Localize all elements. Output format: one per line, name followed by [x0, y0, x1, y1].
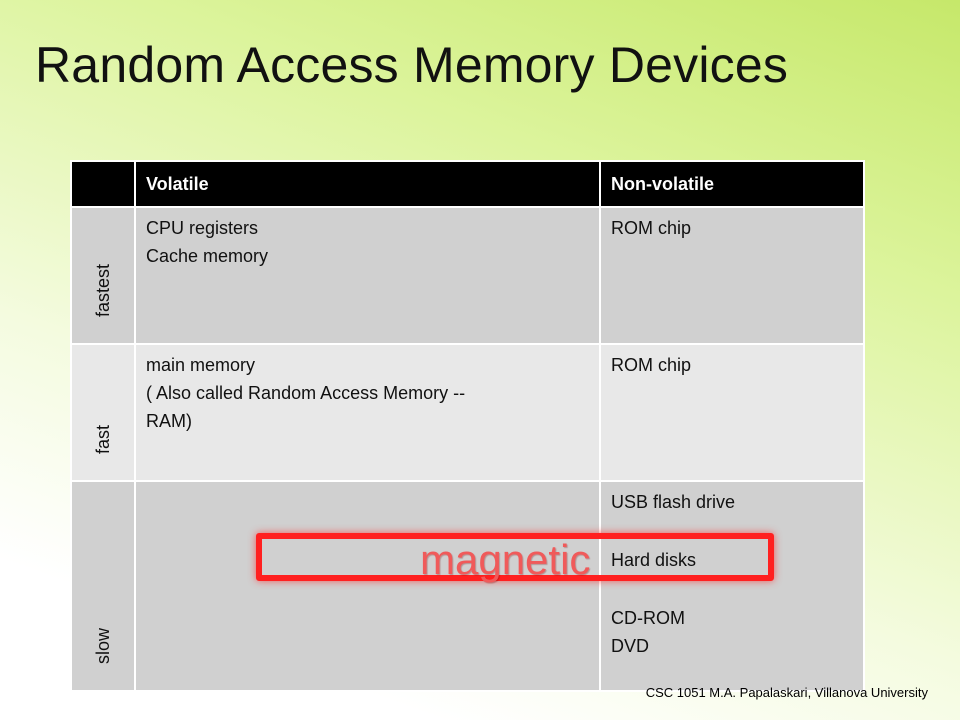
row-label-cell: fastest: [70, 206, 136, 345]
header-corner: [70, 160, 136, 208]
cell-line: CPU registers: [146, 218, 259, 238]
volatile-cell: main memory ( Also called Random Access …: [134, 343, 601, 482]
cell-line: Cache memory: [146, 246, 269, 266]
cell-line: RAM): [146, 411, 192, 431]
table-row-fast: fast main memory ( Also called Random Ac…: [70, 343, 865, 482]
table-header-row: Volatile Non-volatile: [70, 160, 865, 208]
table-row-fastest: fastest CPU registers Cache memory ROM c…: [70, 206, 865, 345]
header-volatile: Volatile: [134, 160, 601, 208]
cell-line: ( Also called Random Access Memory --: [146, 383, 466, 403]
cell-line: main memory: [146, 355, 256, 375]
row-label-cell: slow: [70, 480, 136, 692]
volatile-cell: CPU registers Cache memory: [134, 206, 601, 345]
row-label-cell: fast: [70, 343, 136, 482]
nonvolatile-cell: USB flash drive Hard disks CD-ROM DVD: [599, 480, 865, 692]
magnetic-highlight-box: [256, 533, 774, 581]
slide-footer: CSC 1051 M.A. Papalaskari, Villanova Uni…: [645, 685, 928, 700]
nonvolatile-cell: ROM chip: [599, 343, 865, 482]
memory-devices-table: Volatile Non-volatile fastest CPU regist…: [70, 160, 865, 692]
volatile-cell: [134, 480, 601, 692]
nonvolatile-cell: ROM chip: [599, 206, 865, 345]
table-row-slow: slow USB flash drive Hard disks CD-ROM D…: [70, 480, 865, 692]
cell-line: Hard disks: [611, 550, 697, 570]
row-label-fastest: fastest: [93, 263, 113, 317]
header-nonvolatile: Non-volatile: [599, 160, 865, 208]
cell-line: ROM chip: [611, 218, 692, 238]
magnetic-overlay-label: magnetic: [420, 536, 591, 583]
row-label-slow: slow: [93, 627, 113, 664]
cell-line: USB flash drive: [611, 492, 736, 512]
row-label-fast: fast: [93, 424, 113, 454]
cell-line: CD-ROM: [611, 608, 685, 628]
cell-line: DVD: [611, 636, 650, 656]
slide-title: Random Access Memory Devices: [35, 37, 789, 93]
cell-line: ROM chip: [611, 355, 692, 375]
